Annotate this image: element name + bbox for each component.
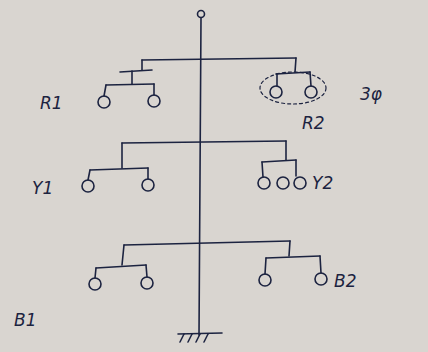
phase-label: 3φ xyxy=(360,86,382,103)
bottom-crossarm xyxy=(89,241,327,290)
pole xyxy=(199,18,201,335)
phase-label: R2 xyxy=(302,115,325,132)
phase-label: R1 xyxy=(40,95,63,112)
ground-symbol xyxy=(178,333,222,342)
top-crossarm xyxy=(98,58,326,108)
phase-label: Y2 xyxy=(312,175,333,192)
middle-crossarm xyxy=(82,141,306,192)
phase-label: B2 xyxy=(334,273,356,290)
phase-label: B1 xyxy=(14,312,36,329)
pole-top xyxy=(198,11,205,18)
phase-label: Y1 xyxy=(32,180,53,197)
